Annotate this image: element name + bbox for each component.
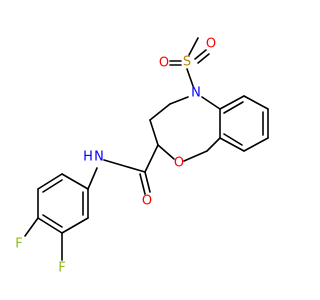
- bond-benzo-1-inner: [223, 101, 244, 114]
- bond-sulfur-oxygen-top-double: [197, 53, 210, 64]
- bond-aryl-4-inner: [42, 214, 63, 228]
- bond-carbonyl-oxygen-double: [139, 173, 146, 195]
- molecule-structure: S O O N O O N H F F: [15, 37, 269, 276]
- bonds: [24, 37, 269, 261]
- hydrogen-amide-label: H: [83, 150, 93, 165]
- bond-sulfur-ring-nitrogen: [186, 68, 194, 87]
- bond-methyl-sulfur: [188, 37, 199, 56]
- bond-benzo-to-oxygen: [206, 137, 221, 152]
- bond-benzo-2: [243, 95, 269, 110]
- fluorine-b-label: F: [58, 261, 65, 276]
- bond-ring-o-c: [183, 150, 208, 162]
- bond-carbonyl-oxygen: [144, 171, 151, 193]
- bond-aryl-5: [61, 217, 89, 234]
- bond-c3-carbonyl: [144, 144, 159, 173]
- bond-ring-c4-c3: [149, 119, 159, 146]
- sulfur-label: S: [183, 55, 191, 70]
- bond-benzo-5-inner: [223, 133, 243, 146]
- nitrogen-ring-label: N: [191, 86, 201, 101]
- oxygen-sulfonyl-bottom-label: O: [159, 56, 169, 71]
- bond-sulfur-oxygen-top: [194, 49, 207, 60]
- bond-nitrogen-aryl: [87, 167, 98, 190]
- bond-ring-n-c: [201, 96, 221, 110]
- bond-aryl-2: [37, 173, 63, 190]
- bond-ring-c3-o: [157, 144, 175, 160]
- bond-ring-c5-c4: [149, 103, 171, 121]
- oxygen-ring-label: O: [174, 156, 184, 171]
- bond-benzo-1: [219, 95, 245, 110]
- bond-benzo-5: [219, 137, 245, 152]
- bond-aryl-1: [61, 173, 89, 190]
- fluorine-a-label: F: [15, 237, 22, 252]
- atom-labels: S O O N O O N H F F: [15, 37, 216, 276]
- bond-benzo-4: [243, 137, 269, 152]
- oxygen-carbonyl-label: O: [142, 194, 152, 209]
- bond-aryl-2-inner: [42, 179, 63, 193]
- nitrogen-amide-label: N: [94, 150, 104, 165]
- bond-ring-n-c5: [169, 96, 189, 105]
- oxygen-sulfonyl-top-label: O: [206, 37, 216, 52]
- bond-carbonyl-nitrogen: [103, 159, 146, 173]
- bond-aryl-fluorine-a: [24, 217, 39, 237]
- bond-aryl-4: [37, 217, 63, 234]
